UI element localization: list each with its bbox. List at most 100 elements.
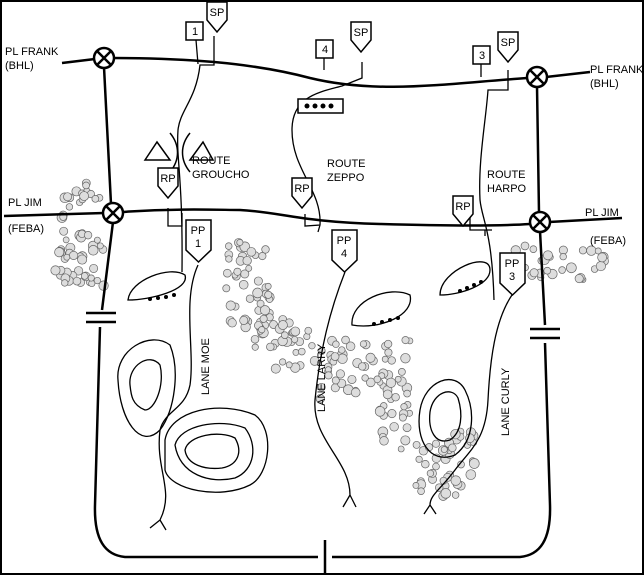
lane-larry-label: LANE LARRY: [316, 343, 328, 412]
vegetation-mark: [324, 371, 333, 380]
vegetation-mark: [59, 226, 69, 236]
vegetation-mark: [366, 377, 376, 388]
lane-moe-label: LANE MOE: [200, 338, 212, 395]
pp-4-number: 4: [341, 248, 347, 260]
vegetation-mark: [298, 347, 306, 356]
vegetation-mark: [89, 263, 99, 273]
vegetation-mark: [400, 353, 411, 364]
vegetation-mark: [63, 253, 71, 261]
vegetation-mark: [79, 191, 89, 201]
vegetation-mark: [317, 382, 326, 392]
vegetation-mark: [398, 368, 406, 376]
vegetation-mark: [558, 266, 566, 274]
vegetation-mark: [529, 245, 538, 254]
vegetation-mark: [62, 236, 70, 244]
route-harpo-label-2: HARPO: [487, 183, 527, 195]
vegetation-mark: [384, 348, 393, 357]
vegetation-mark: [432, 462, 440, 471]
vegetation-mark: [72, 276, 82, 286]
vegetation-mark: [361, 374, 369, 382]
vegetation-mark: [387, 409, 397, 419]
vegetation-mark: [543, 250, 553, 261]
vegetation-mark: [520, 241, 530, 251]
vegetation-mark: [252, 287, 263, 299]
vegetation-mark: [383, 339, 393, 349]
vegetation-mark: [440, 446, 448, 454]
vegetation-mark: [280, 331, 289, 339]
vegetation-mark: [82, 181, 90, 190]
vegetation-mark: [415, 455, 423, 463]
pl-jim-right-label: PL JIM: [585, 207, 619, 219]
vegetation-mark: [69, 250, 79, 260]
vegetation-mark: [431, 453, 442, 463]
vegetation-mark: [400, 435, 411, 446]
route-harpo-label: ROUTE: [487, 169, 526, 181]
unit-1-label: 1: [192, 26, 198, 38]
right-boundary: [332, 85, 552, 559]
vegetation-mark: [469, 458, 480, 469]
vegetation-mark: [223, 268, 232, 278]
vegetation-mark: [566, 262, 577, 274]
vegetation-mark: [421, 460, 430, 469]
vegetation-mark: [426, 469, 435, 477]
vegetation-mark: [431, 439, 441, 448]
vegetation-mark: [225, 255, 233, 263]
vegetation-mark: [381, 355, 389, 363]
vegetation-mark: [256, 299, 265, 308]
pl-frank-right-sub: (BHL): [590, 78, 619, 90]
unit-symbol-box: [297, 98, 344, 114]
vegetation-mark: [246, 247, 257, 257]
vegetation-mark: [292, 349, 300, 356]
vegetation-mark: [279, 358, 287, 366]
sp-3-label: SP: [501, 37, 516, 49]
vegetation-mark: [259, 314, 268, 323]
unit-4-label: 4: [322, 44, 328, 56]
vegetation-mark: [391, 393, 400, 402]
vegetation-mark: [543, 266, 552, 275]
vegetation-mark: [88, 245, 99, 256]
vegetation-mark: [365, 352, 376, 363]
rp-3-label: RP: [455, 201, 470, 213]
pp-3-label: PP: [505, 258, 520, 270]
lane-curly: [423, 294, 513, 515]
vegetation-mark: [578, 246, 587, 255]
vegetation-mark: [400, 403, 408, 411]
vegetation-mark: [597, 252, 608, 263]
vegetation-mark: [347, 374, 357, 384]
sp-4-label: SP: [354, 27, 369, 39]
vegetation-mark: [258, 252, 267, 261]
vegetation-mark: [359, 340, 368, 348]
vegetation-mark: [401, 336, 410, 345]
route-zeppo: [291, 62, 363, 233]
vegetation-mark: [93, 276, 102, 285]
vegetation-mark: [338, 346, 346, 354]
contact-point-icons: [92, 46, 552, 234]
vegetation-mark: [54, 247, 65, 258]
vegetation-mark: [332, 340, 340, 348]
vegetation-mark: [389, 422, 399, 432]
vegetation-mark: [335, 369, 345, 379]
vegetation-mark: [239, 315, 249, 325]
vegetation-mark: [594, 247, 602, 255]
vegetation-mark: [394, 375, 402, 383]
vegetation-mark: [245, 294, 255, 303]
vegetation-mark: [331, 376, 340, 385]
vegetation-mark: [261, 245, 270, 254]
vegetation-mark: [308, 342, 316, 350]
vegetation-mark: [258, 326, 266, 334]
vegetation-mark: [412, 482, 420, 489]
pl-jim-right-sub: (FEBA): [590, 235, 626, 247]
vegetation-mark: [266, 342, 275, 352]
pl-frank-right-label: PL FRANK: [590, 64, 644, 76]
route-zeppo-label-2: ZEPPO: [327, 172, 365, 184]
vegetation-mark: [309, 356, 320, 366]
vegetation-mark: [374, 406, 386, 417]
pl-jim-left-label: PL JIM: [8, 197, 42, 209]
vegetation-mark: [304, 326, 313, 335]
vegetation-mark: [358, 362, 367, 371]
left-boundary: [93, 66, 318, 559]
vegetation-mark: [96, 242, 104, 250]
vegetation-mark: [61, 279, 69, 287]
vegetation-mark: [382, 389, 393, 400]
